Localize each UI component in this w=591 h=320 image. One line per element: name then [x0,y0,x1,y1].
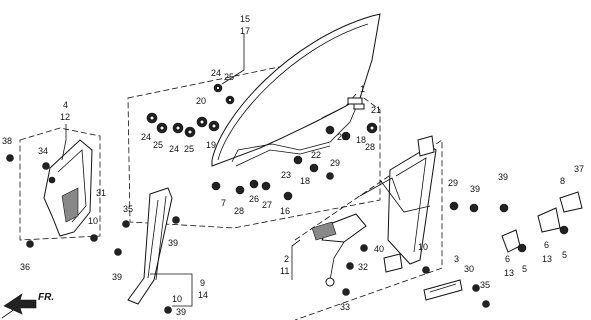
label-6b: 6 [544,240,549,250]
label-40: 40 [374,244,384,254]
label-24b: 24 [141,132,151,142]
label-10b: 10 [418,242,428,252]
label-36: 36 [20,262,30,272]
label-6a: 6 [505,254,510,264]
label-28a: 28 [365,142,375,152]
fasteners [6,83,569,314]
label-22: 22 [311,150,321,160]
label-24c: 24 [169,144,179,154]
window-regulator [311,135,437,287]
label-8: 8 [560,176,565,186]
rear-bracket-left [501,229,527,253]
label-1: 1 [360,84,365,94]
label-25a: 25 [224,72,234,82]
label-15: 15 [240,14,250,24]
label-7: 7 [221,198,226,208]
label-3: 3 [454,254,459,264]
label-39c: 39 [168,238,178,248]
misc-clips [347,97,365,110]
label-27: 27 [262,200,272,210]
label-10a: 10 [88,216,98,226]
label-39a: 39 [470,184,480,194]
label-23b: 23 [281,170,291,180]
slider-bar [423,279,463,301]
label-29a: 29 [330,158,340,168]
label-24a: 24 [211,68,221,78]
label-34: 34 [38,146,48,156]
label-30: 30 [464,264,474,274]
label-33: 33 [340,302,350,312]
label-26: 26 [249,194,259,204]
label-31: 31 [96,188,106,198]
door-glass [211,13,381,167]
label-10c: 10 [172,294,182,304]
label-35a: 35 [123,204,133,214]
label-28b: 28 [234,206,244,216]
label-5a: 5 [522,264,527,274]
label-12: 12 [60,112,70,122]
label-32: 32 [358,262,368,272]
label-fr: FR. [38,292,54,303]
label-21: 21 [371,105,381,115]
label-25c: 25 [184,144,194,154]
label-37: 37 [574,164,584,174]
label-29b: 29 [448,178,458,188]
label-13a: 13 [504,268,514,278]
regulator-assembly-box [294,139,443,320]
front-sash-channel [127,187,173,305]
glass-run-channel [231,97,361,167]
label-9: 9 [200,278,205,288]
label-17: 17 [240,26,250,36]
label-13b: 13 [542,254,552,264]
label-39b: 39 [498,172,508,182]
label-39d: 39 [112,272,122,282]
label-39e: 39 [176,307,186,317]
label-18b: 18 [300,176,310,186]
rear-bracket-right [537,191,583,233]
label-18a: 18 [356,135,366,145]
label-5b: 5 [562,250,567,260]
label-14: 14 [198,290,208,300]
label-16: 16 [280,206,290,216]
mirror-assembly-box [19,127,101,241]
label-38: 38 [2,136,12,146]
glass-assembly-box [127,59,381,229]
label-19: 19 [206,140,216,150]
front-direction-arrow [3,293,37,315]
label-25b: 25 [153,140,163,150]
door-mirror [43,139,93,237]
label-4: 4 [63,100,68,110]
label-2: 2 [284,254,289,264]
label-35b: 35 [480,280,490,290]
callout-labels: 15 17 4 12 1 21 20 24 25 24 25 24 25 19 … [2,14,584,317]
label-20: 20 [196,96,206,106]
label-11: 11 [280,266,289,276]
label-23a: 23 [337,132,347,142]
